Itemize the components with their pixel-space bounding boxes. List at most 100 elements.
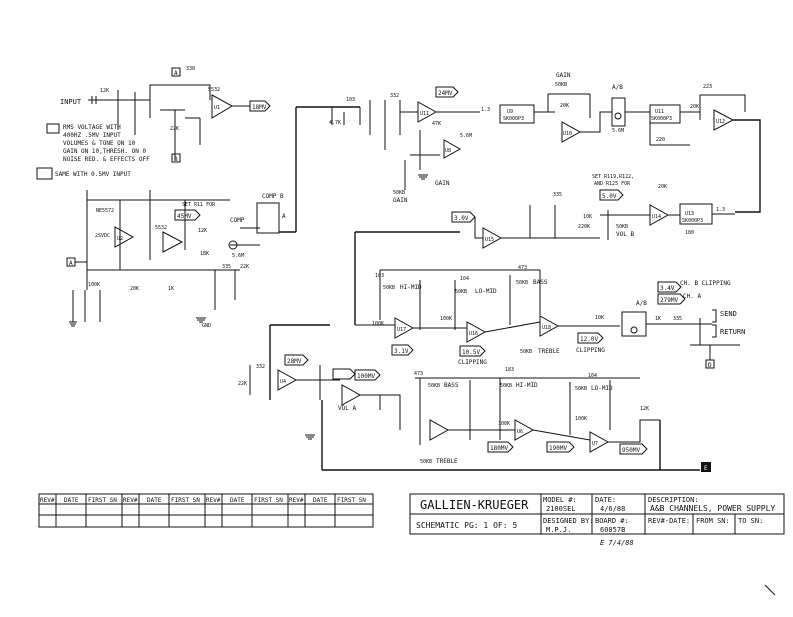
rms-note-line3: VOLUMES & TONE ON 10 xyxy=(63,140,136,147)
u13-ic: SK000P3 xyxy=(682,218,703,224)
u9-label: U9 xyxy=(507,109,513,115)
rev-h9: REV# xyxy=(289,497,304,504)
set-r119-label: SET R119,R122, xyxy=(592,174,634,180)
signature: E 7/4/88 xyxy=(600,539,634,547)
opamp-u1-mid xyxy=(162,231,184,253)
title-block: GALLIEN-KRUEGER MODEL #: 2100SEL DATE: 4… xyxy=(409,493,785,547)
tag-45mv xyxy=(174,209,201,221)
tag-180mv xyxy=(487,441,514,453)
bus-to-tone xyxy=(354,231,460,325)
r-50kb-bass-b: 50KB xyxy=(516,280,528,286)
c-183-a: 183 xyxy=(505,367,514,373)
meas-5v: 5.0V xyxy=(602,193,617,200)
cap-338: 338 xyxy=(186,66,195,72)
r-5-6m-u8: 5.6M xyxy=(460,133,472,139)
and-r125-label: AND R125 FOR xyxy=(594,181,631,187)
comp-pot xyxy=(228,240,238,250)
rev-table: REV# DATE FIRST SN REV# DATE FIRST SN RE… xyxy=(38,493,374,528)
opamp-u17 xyxy=(394,317,415,339)
ab-top-contact xyxy=(614,112,622,120)
r-100k-b1: 100K xyxy=(372,321,384,327)
comp-switch xyxy=(256,202,280,234)
u8-label: U8 xyxy=(445,148,451,154)
r-220k: 220K xyxy=(578,224,590,230)
r-1k-send: 1K xyxy=(655,316,661,322)
ground-1 xyxy=(69,321,77,327)
ssm-label: 2SVDC xyxy=(95,233,110,239)
r-50kb-bass-a: 50KB xyxy=(428,383,440,389)
input-wiring xyxy=(100,84,211,135)
tag-3v xyxy=(451,211,476,223)
u18-label: U18 xyxy=(542,325,551,331)
opamp-u10 xyxy=(561,121,582,143)
ch-a-return-bus xyxy=(321,400,700,471)
tone-b-chain xyxy=(355,321,620,333)
rev-h11: FIRST SN xyxy=(337,497,366,504)
u11-label: U11 xyxy=(420,111,429,117)
opamp-u2 xyxy=(114,226,135,248)
bass-label-a: BASS xyxy=(444,382,459,389)
corner-mark xyxy=(764,584,776,596)
board-label: BOARD #: xyxy=(595,517,629,525)
c-335-send: 335 xyxy=(673,316,682,322)
ab-top-label: A/B xyxy=(612,84,623,91)
u9-pin-lbl: 1.3 xyxy=(481,107,490,113)
ab-top-switch xyxy=(611,97,626,127)
tag-28mv xyxy=(284,354,309,366)
u9-chip xyxy=(499,104,535,124)
r-50kb-treble-b: 50KB xyxy=(520,349,532,355)
rms-note-line5: NOISE RED. & EFFECTS OFF xyxy=(63,156,150,163)
marker-a-top xyxy=(171,67,181,77)
u1-ic: 5532 xyxy=(208,87,220,93)
r-100k-b2: 100K xyxy=(440,316,452,322)
tag-100mv-tip xyxy=(332,368,356,380)
u1-label: U1 xyxy=(214,105,220,111)
r-10k-b: 10K xyxy=(595,315,604,321)
clipping-label-b: CLIPPING xyxy=(458,359,487,366)
gain-top-wires xyxy=(547,93,591,118)
r-20k-u13: 20K xyxy=(658,184,667,190)
board-value: 60057B xyxy=(600,526,625,534)
input-label: INPUT xyxy=(60,98,82,106)
r-100k-a1: 100K xyxy=(498,421,510,427)
tone-a-chain xyxy=(448,419,660,443)
u6-label: U6 xyxy=(517,429,523,435)
gain-top-label: GAIN xyxy=(556,72,571,79)
u12-label: U12 xyxy=(716,119,725,125)
left-bottom-wires xyxy=(72,290,101,322)
send-jack xyxy=(712,309,717,323)
opamp-u7 xyxy=(589,431,610,453)
bus-to-ch-a xyxy=(269,324,330,400)
r-50kb-top: 50KB xyxy=(555,82,567,88)
c-332-a: 332 xyxy=(390,93,399,99)
r-22k-u4: 22K xyxy=(238,381,247,387)
schematic-page: SCHEMATIC PG: 1 OF: 5 xyxy=(416,521,517,530)
meas-3-1v: 3.1V xyxy=(394,348,409,355)
u15-label: U15 xyxy=(485,237,494,243)
ab-mid-contact xyxy=(630,326,638,334)
r-100k-a2: 100K xyxy=(575,416,587,422)
meas-3-4v: 3.4V xyxy=(660,285,675,292)
comp-label: COMP xyxy=(230,217,245,224)
opamp-u12 xyxy=(713,109,735,131)
u11-wires xyxy=(649,111,700,146)
meas-18mv: 18MV xyxy=(252,104,267,111)
ab-mid-switch xyxy=(621,311,647,337)
ground-4 xyxy=(418,174,428,180)
u12-feedback xyxy=(699,94,746,120)
u13-pin: 1.3 xyxy=(716,207,725,213)
u10-label: U10 xyxy=(563,131,572,137)
volb-wires xyxy=(600,210,650,240)
description-value: A&B CHANNELS, POWER SUPPLY xyxy=(650,504,775,513)
vola-wires xyxy=(360,394,401,430)
r-20k-top: 20K xyxy=(560,103,569,109)
r-50kb-himid-b: 50KB xyxy=(383,285,395,291)
r-12k-input: 12K xyxy=(100,88,109,94)
u1b-ic: 5532 xyxy=(155,225,167,231)
meas-3v: 3.0V xyxy=(454,215,469,222)
c-103-a: 103 xyxy=(346,97,355,103)
opamp-u5 xyxy=(429,419,450,441)
treble-label-b: TREBLE xyxy=(538,348,560,355)
u11-chip-ic: SK000P3 xyxy=(651,116,672,122)
